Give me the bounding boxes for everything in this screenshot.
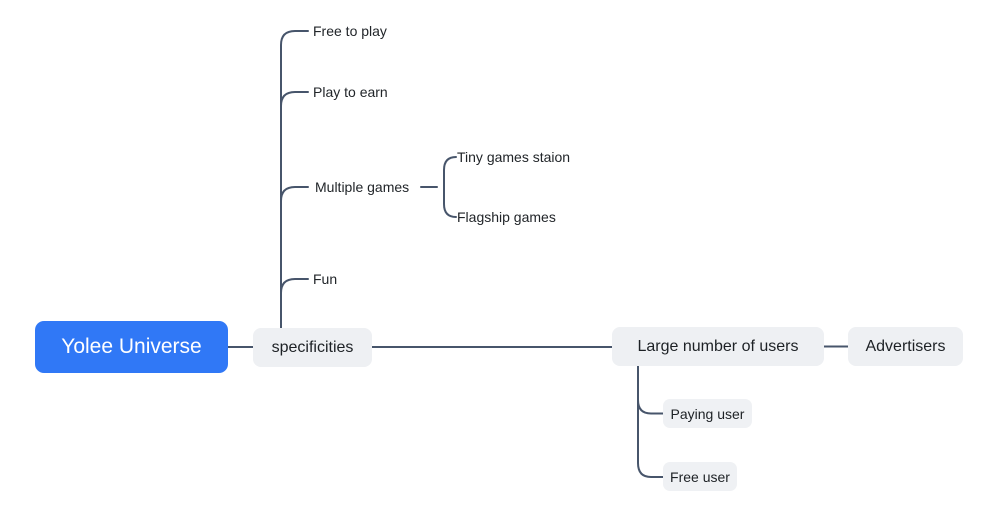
node-paying-user[interactable]: Paying user [663,399,752,428]
node-free-user[interactable]: Free user [663,462,737,491]
node-yolee-universe[interactable]: Yolee Universe [35,321,228,373]
node-flagship-games[interactable]: Flagship games [457,209,556,225]
node-large-number-of-users[interactable]: Large number of users [612,327,824,366]
edge-multiple-games-bracket [443,156,457,218]
node-free-to-play[interactable]: Free to play [313,23,387,39]
node-tiny-games-staion[interactable]: Tiny games staion [457,149,571,165]
edge-large-users-free-user [637,365,664,478]
node-specificities[interactable]: specificities [253,328,372,367]
node-advertisers[interactable]: Advertisers [848,327,963,366]
node-play-to-earn[interactable]: Play to earn [313,84,388,100]
edge-specificities-play-to-earn [280,91,309,107]
edge-specificities-free-to-play [280,30,309,329]
edge-specificities-fun [280,278,309,294]
node-multiple-games[interactable]: Multiple games [315,179,410,195]
edge-specificities-multiple-games [280,186,309,202]
node-fun[interactable]: Fun [313,271,338,287]
edge-large-users-paying-user [637,399,664,415]
